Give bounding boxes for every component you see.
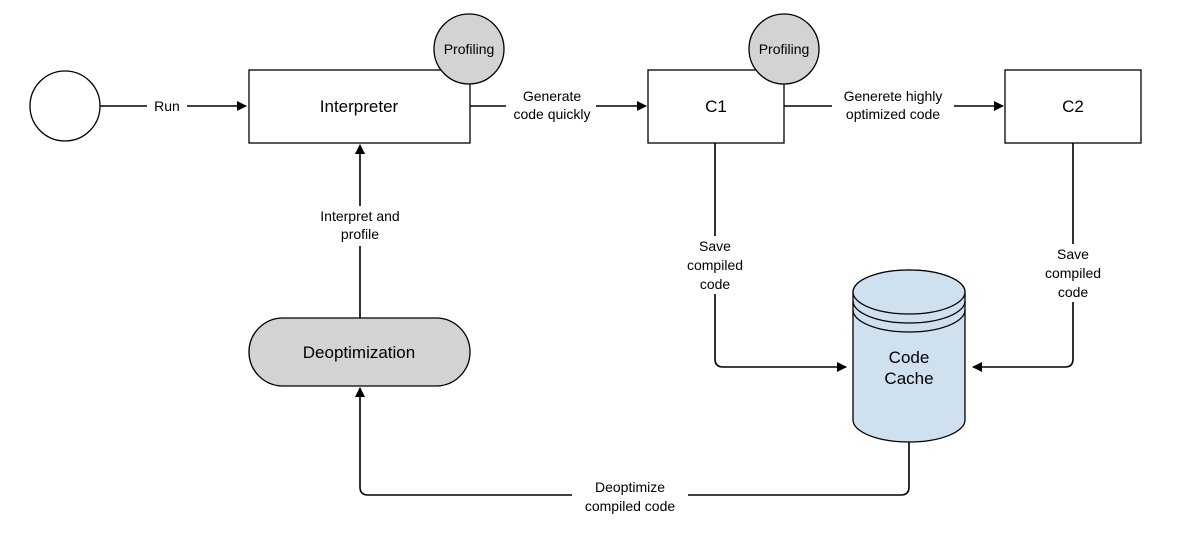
edge-interpret-profile: Interpret and profile: [310, 144, 410, 318]
profiling-c1-node: Profiling: [748, 13, 820, 85]
edge-interpret-profile-label-1: Interpret and: [320, 208, 399, 224]
interpreter-box: [248, 69, 471, 144]
c1-label: C1: [705, 97, 727, 116]
edge-deoptimize-label-2: compiled code: [585, 498, 675, 514]
start-node: [29, 70, 101, 142]
edge-save-c2-label-3: code: [1058, 284, 1089, 300]
deoptimization-box: [248, 317, 471, 387]
interpreter-node: Interpreter: [248, 69, 471, 144]
edge-run: Run: [100, 96, 247, 116]
edge-save-c2-line: [972, 143, 1074, 372]
edge-generate-optimized: Generete highly optimized code: [784, 86, 1004, 126]
edge-save-c2: Save compiled code: [972, 143, 1110, 372]
code-cache-label-1: Code: [889, 348, 930, 367]
edge-interpret-profile-label-2: profile: [341, 226, 379, 242]
edge-run-label: Run: [154, 98, 180, 114]
c2-label: C2: [1062, 97, 1084, 116]
edge-deoptimize-label-1: Deoptimize: [595, 479, 665, 495]
edge-save-c1: Save compiled code: [678, 143, 847, 372]
edge-save-c1-label-3: code: [700, 276, 731, 292]
code-cache-label-2: Cache: [884, 369, 933, 388]
edge-generate-quickly-label-2: code quickly: [513, 106, 590, 122]
edge-generate-optimized-label-2: optimized code: [846, 106, 940, 122]
profiling-interpreter-node: Profiling: [433, 13, 505, 85]
edge-save-c1-label-2: compiled: [687, 257, 743, 273]
profiling-interpreter-circle: [433, 13, 505, 85]
edge-save-c2-label-1: Save: [1057, 246, 1089, 262]
edge-deoptimize: Deoptimize compiled code: [355, 387, 910, 517]
c2-box: [1004, 69, 1142, 144]
profiling-c1-circle: [748, 13, 820, 85]
c1-box: [647, 69, 785, 144]
code-cache-top: [852, 269, 966, 315]
profiling-c1-label: Profiling: [759, 41, 810, 57]
edge-save-c2-label-2: compiled: [1045, 265, 1101, 281]
c2-node: C2: [1004, 69, 1142, 144]
edge-save-c1-label-1: Save: [699, 238, 731, 254]
edge-generate-optimized-label-1: Generete highly: [844, 88, 943, 104]
edge-generate-quickly-label-1: Generate: [523, 88, 582, 104]
profiling-interpreter-label: Profiling: [444, 41, 495, 57]
code-cache-node: Code Cache: [852, 269, 966, 443]
interpreter-label: Interpreter: [320, 97, 399, 116]
edge-save-c1-line: [714, 143, 847, 372]
c1-node: C1: [647, 69, 785, 144]
deoptimization-label: Deoptimization: [303, 343, 415, 362]
edge-generate-quickly: Generate code quickly: [470, 86, 647, 126]
deoptimization-node: Deoptimization: [248, 317, 471, 387]
